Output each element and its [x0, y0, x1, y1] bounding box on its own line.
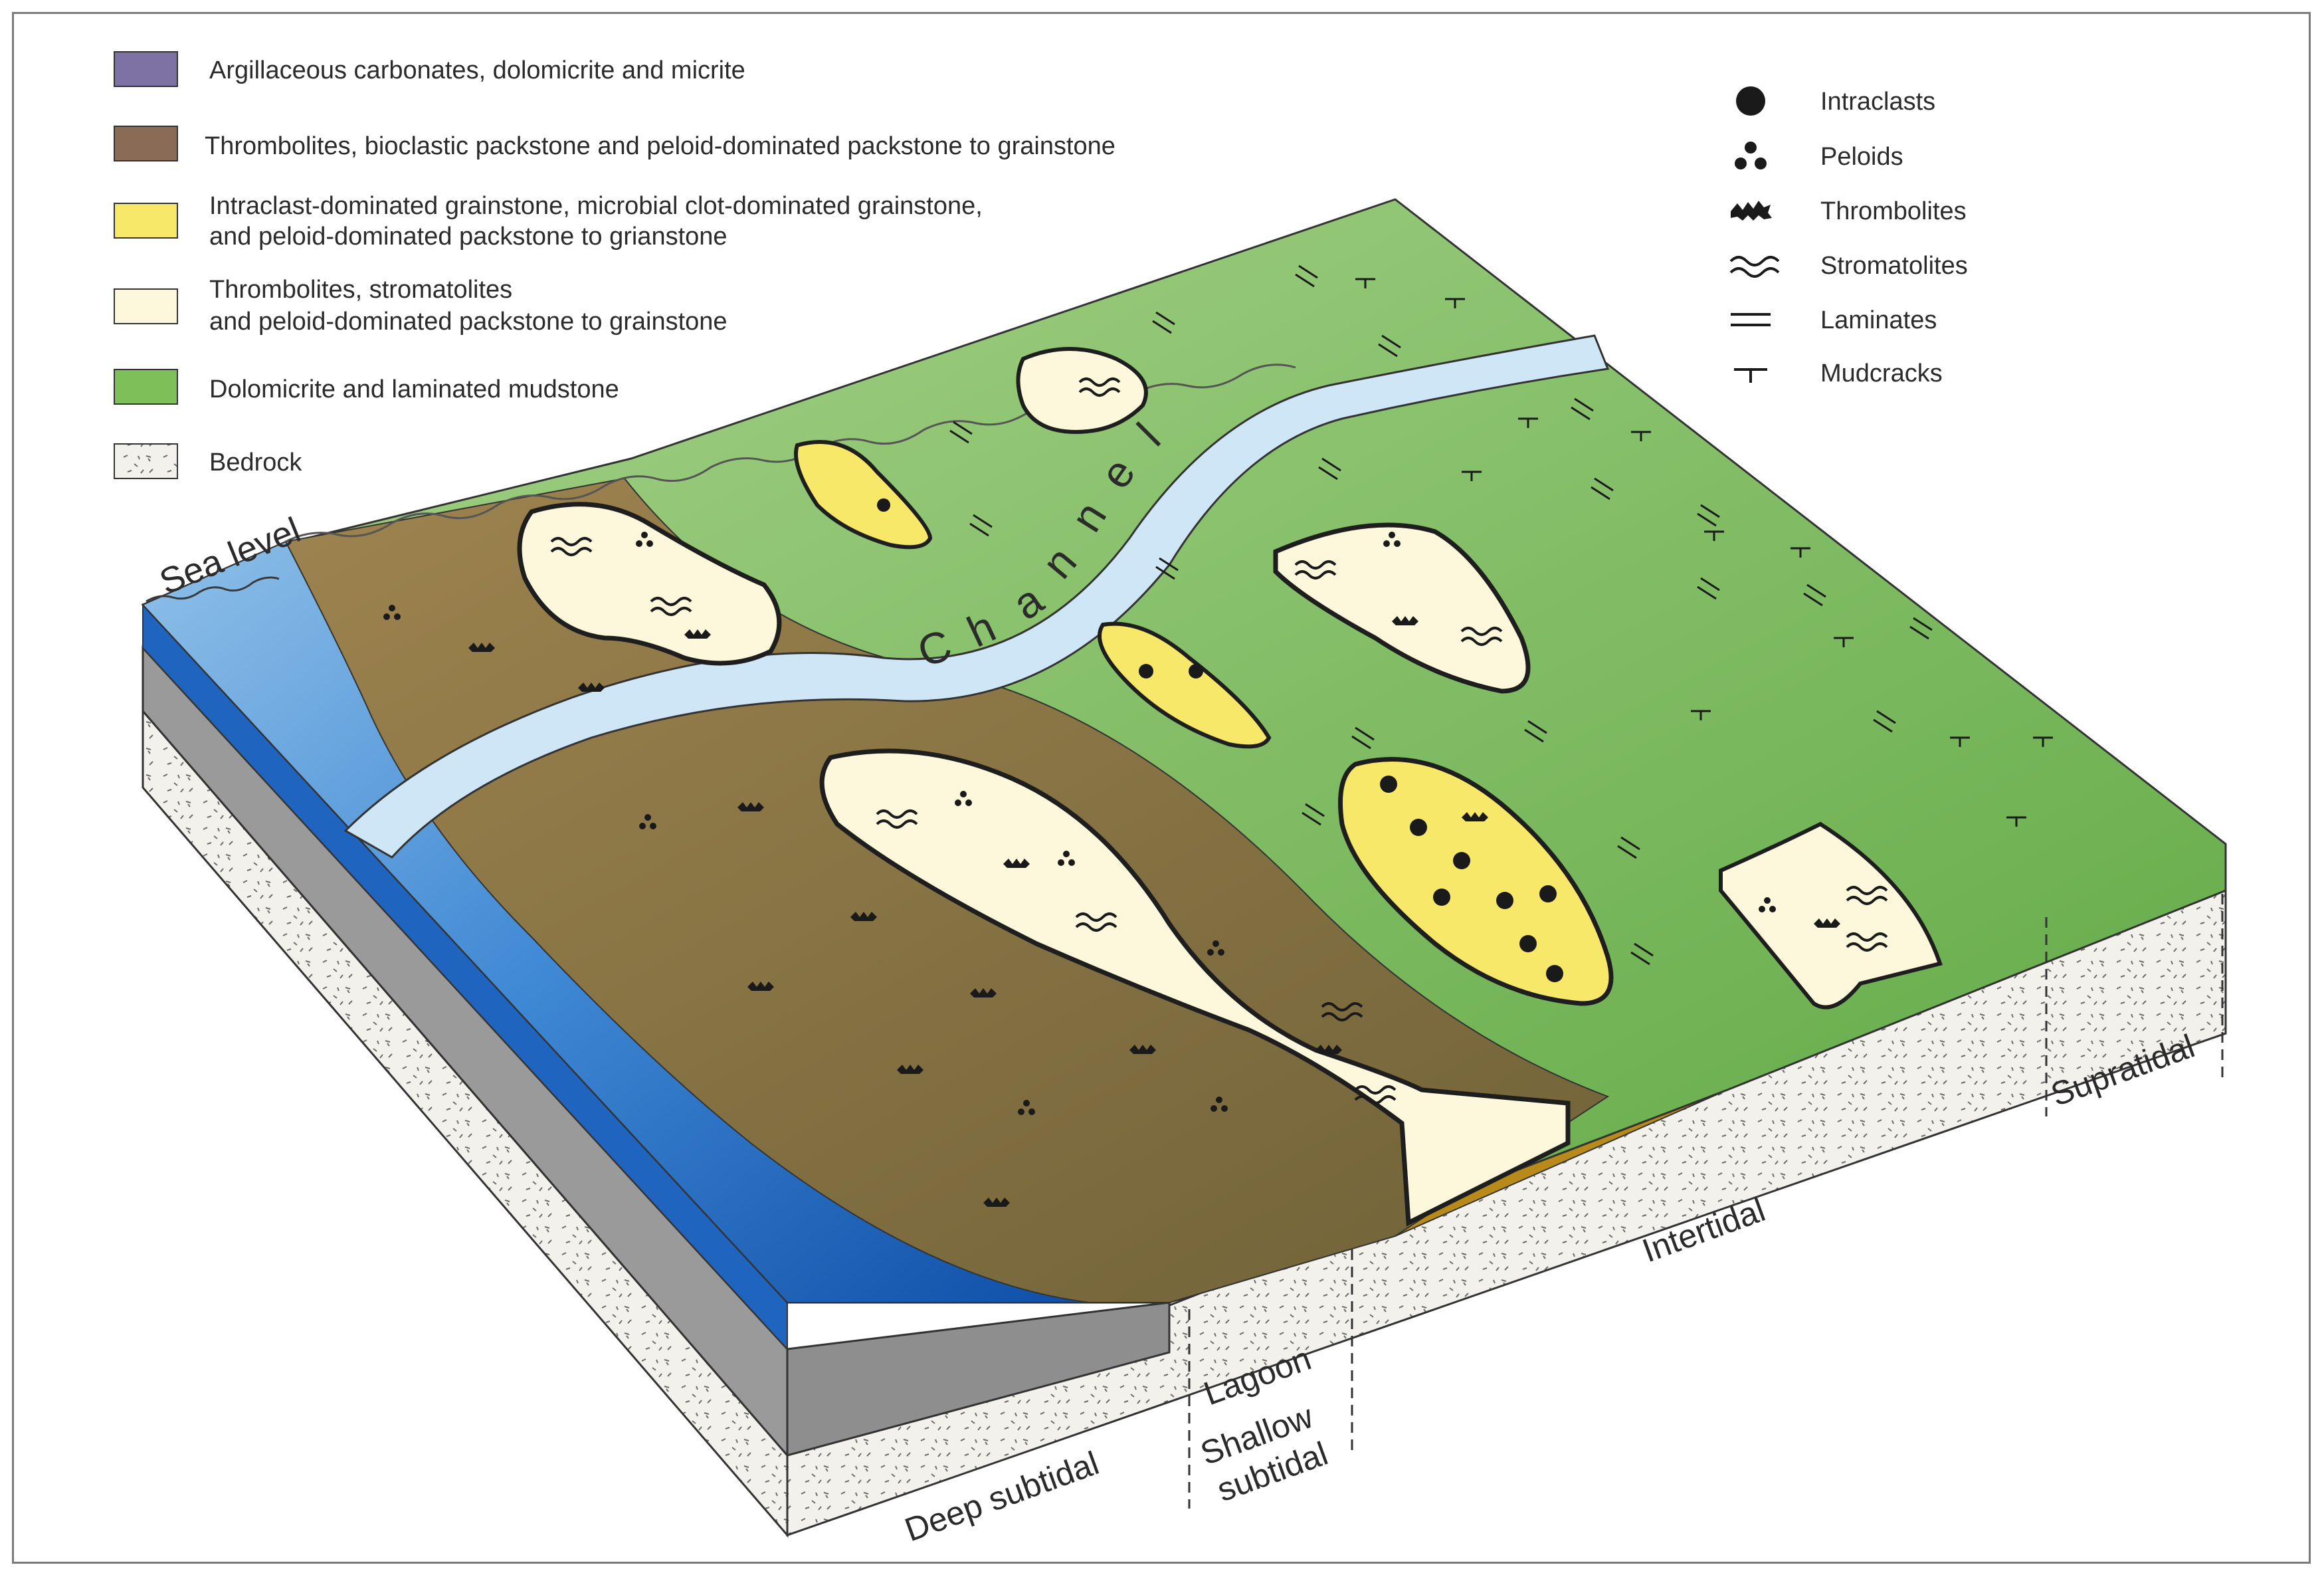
intraclast-icon [1736, 86, 1765, 116]
legend-label: Thrombolites, stromatolites [209, 276, 512, 304]
legend-label: Thrombolites, bioclastic packstone and p… [205, 132, 1115, 160]
thrombolite-icon [1731, 201, 1772, 221]
legend-item: Intraclast-dominated grainstone, microbi… [114, 192, 983, 251]
thrombolite-symbols [468, 616, 1840, 1207]
yellow-shoal-middle [1098, 621, 1272, 749]
peloid-icon [1735, 142, 1767, 169]
legend-label: Dolomicrite and laminated mudstone [209, 375, 619, 403]
laminate-icon [1731, 313, 1771, 326]
legend-item: Laminates [1731, 306, 1937, 334]
legend-label: Mudcracks [1820, 360, 1943, 387]
stromatolite-symbols [550, 377, 1888, 1104]
legend-label: Stromatolites [1820, 252, 1968, 280]
legend-swatch [114, 126, 178, 161]
legend-label: Thrombolites [1820, 197, 1967, 225]
legend-label: and peloid-dominated packstone to grains… [209, 308, 727, 336]
legend-swatch [114, 203, 178, 239]
legend-item: Intraclasts [1736, 86, 1935, 116]
symbol-legend: Intraclasts Peloids Thrombolites Stromat… [1729, 86, 1968, 387]
cream-shoal-upper-left [517, 502, 782, 666]
facies-legend: Argillaceous carbonates, dolomicrite and… [114, 51, 1115, 479]
legend-swatch [114, 369, 178, 405]
mudcrack-icon [1734, 368, 1767, 383]
legend-label: Argillaceous carbonates, dolomicrite and… [209, 56, 745, 84]
legend-item: Mudcracks [1734, 360, 1943, 387]
sea-level-wave-line [145, 576, 280, 603]
sea-zone [142, 540, 1090, 1303]
legend-label: Laminates [1820, 306, 1937, 334]
cream-shoal-right [1273, 522, 1531, 694]
grey-layer-front [786, 1301, 1171, 1457]
mudcrack-symbols [1355, 278, 2053, 827]
laminate-symbols [949, 264, 1933, 966]
peloid-symbols [383, 532, 1776, 1115]
legend-item: Argillaceous carbonates, dolomicrite and… [114, 51, 745, 87]
intraclast-symbols [877, 498, 1563, 982]
legend-swatch [114, 51, 178, 87]
legend-label: Intraclast-dominated grainstone, microbi… [209, 192, 983, 220]
legend-swatch [114, 288, 178, 324]
legend-item: Thrombolites [1731, 197, 1967, 225]
legend-item: Dolomicrite and laminated mudstone [114, 369, 619, 405]
legend-item: Bedrock [114, 443, 302, 479]
legend-label: Intraclasts [1820, 88, 1935, 116]
legend-item: Thrombolites, bioclastic packstone and p… [114, 126, 1115, 161]
cream-shoal-large [819, 748, 1571, 1227]
legend-label: Bedrock [209, 449, 302, 476]
legend-swatch [114, 443, 178, 479]
yellow-shoal-large [1338, 757, 1614, 1006]
legend-label: and peloid-dominated packstone to grians… [209, 223, 727, 251]
legend-item: Peloids [1735, 142, 1903, 171]
yellow-shoal-top-left [794, 440, 933, 550]
legend-item: Stromatolites [1729, 252, 1968, 280]
figure-frame [12, 12, 2311, 1564]
legend-item: Thrombolites, stromatolites and peloid-d… [114, 276, 727, 336]
stromatolite-icon [1729, 256, 1780, 278]
legend-label: Peloids [1820, 143, 1903, 171]
tidal-channel [343, 334, 1610, 859]
cream-shoal-far-right [1719, 821, 1943, 1009]
